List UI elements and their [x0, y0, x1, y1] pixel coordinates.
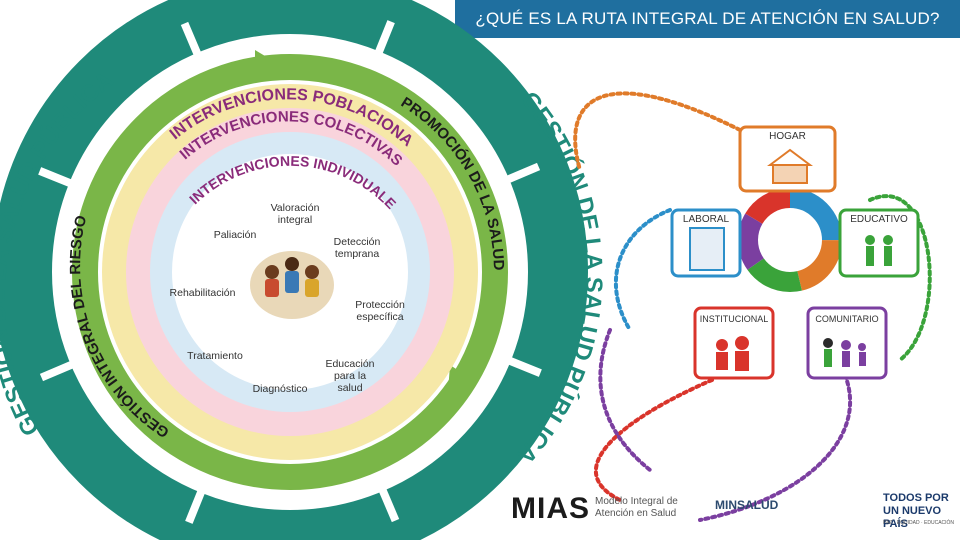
label-institucional: INSTITUCIONAL — [697, 313, 771, 325]
label-proteccion: Protección específica — [345, 299, 415, 323]
community-icon — [823, 338, 833, 348]
doctor-icon — [716, 339, 728, 351]
label-laboral: LABORAL — [672, 214, 740, 226]
mias-subtitle: Modelo Integral de Atención en Salud — [595, 496, 685, 520]
label-educacion: Educación para la salud — [320, 358, 380, 394]
footer-logos: MIAS Modelo Integral de Atención en Salu… — [505, 478, 960, 540]
label-comunitario: COMUNITARIO — [810, 313, 884, 325]
label-deteccion: Detección temprana — [322, 236, 392, 260]
label-tratamiento: Tratamiento — [175, 350, 255, 362]
minsalud-logo: MINSALUD — [715, 498, 778, 512]
label-valoracion: Valoración integral — [265, 202, 325, 226]
label-hogar: HOGAR — [740, 131, 835, 143]
settings-wheel — [748, 198, 832, 282]
student-icon — [865, 235, 875, 245]
label-diagnostico: Diagnóstico — [245, 383, 315, 395]
building-icon — [690, 228, 724, 270]
todos-subtitle: PAZ · EQUIDAD · EDUCACIÓN — [883, 520, 954, 526]
label-rehabilitacion: Rehabilitación — [160, 287, 245, 299]
label-paliacion: Paliación — [205, 229, 265, 241]
mias-logo: MIAS — [511, 492, 590, 526]
label-educativo: EDUCATIVO — [840, 214, 918, 226]
people-group-illustration — [250, 251, 334, 319]
